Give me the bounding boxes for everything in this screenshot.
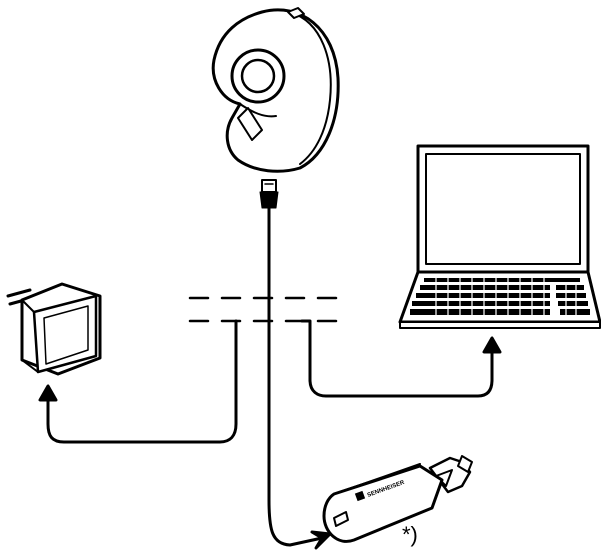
laptop-cable bbox=[302, 321, 500, 396]
headset-icon bbox=[213, 8, 338, 171]
usb-cable bbox=[269, 212, 330, 548]
power-supply-icon bbox=[8, 284, 100, 374]
laptop-icon bbox=[400, 146, 600, 328]
car-charger-icon: SENNHEISER bbox=[324, 456, 472, 541]
usb-cable-connector bbox=[260, 180, 278, 212]
footnote-mark: *) bbox=[402, 524, 418, 546]
